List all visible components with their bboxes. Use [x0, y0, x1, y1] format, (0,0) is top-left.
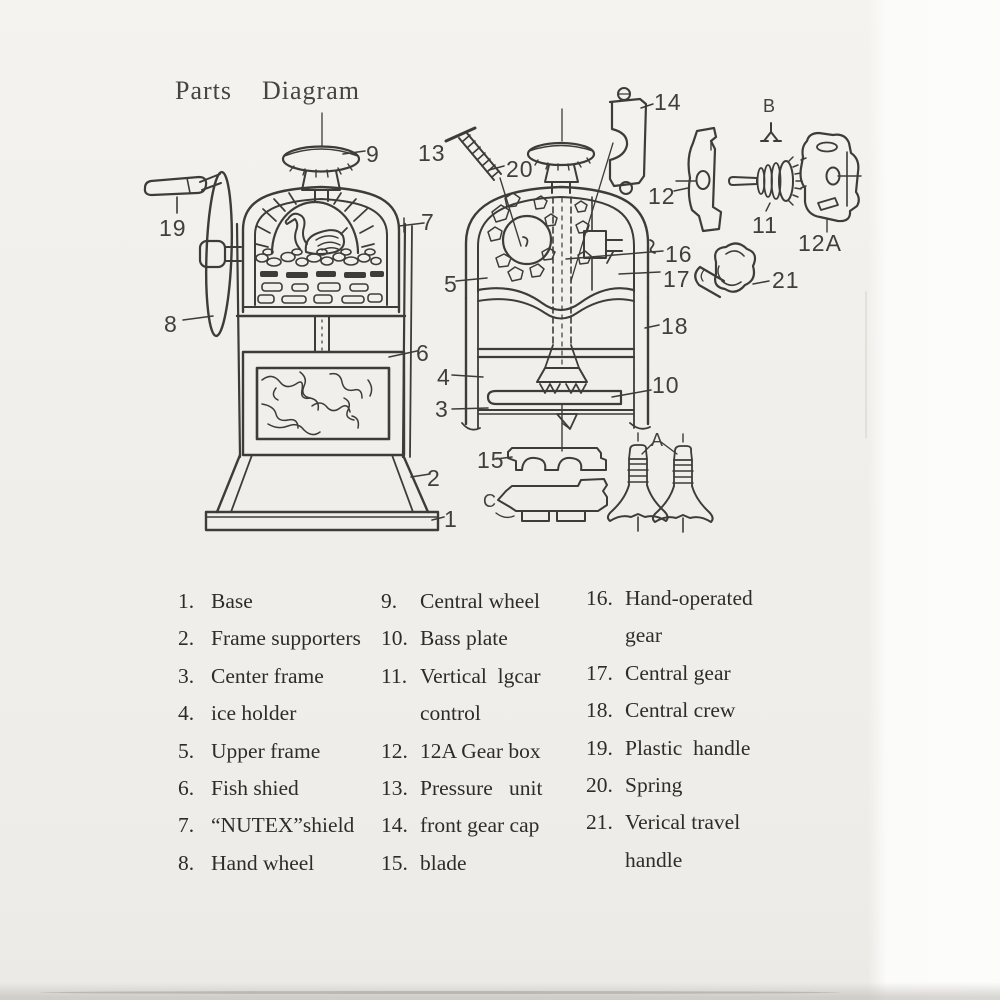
paper-bottom-edge [40, 991, 840, 994]
parts-list-column-3: 16.Hand-operated gear 17.Central gear 18… [586, 580, 801, 879]
callout-18: 18 [661, 313, 689, 339]
list-item: 21.Verical travel handle [586, 810, 741, 872]
callout-9: 9 [366, 141, 380, 167]
callout-3: 3 [435, 396, 449, 422]
list-item: 15.blade [381, 850, 467, 875]
exploded-parts-drawing [673, 122, 867, 439]
callout-14: 14 [654, 89, 682, 115]
callout-1: 1 [444, 506, 458, 532]
list-item: 18.Central crew [586, 698, 736, 723]
list-item: 9.Central wheel [381, 589, 540, 613]
paper-edge-strip [868, 0, 1000, 1000]
valve-part [606, 432, 669, 532]
list-item: 20.Spring [586, 773, 683, 798]
callout-7: 7 [421, 209, 435, 235]
list-item: 4.ice holder [178, 701, 297, 726]
callout-17: 17 [663, 266, 691, 292]
list-item: 10.Bass plate [381, 626, 508, 651]
ice-window-pattern [261, 371, 373, 436]
list-item: 5.Upper frame [178, 738, 321, 763]
callout-2: 2 [427, 465, 441, 491]
cross-section-drawing [444, 87, 714, 533]
callout-4: 4 [437, 364, 451, 390]
callout-B: B [763, 96, 777, 116]
page-title: Parts Diagram [175, 76, 360, 105]
parts-list-column-2: 9.Central wheel 10.Bass plate 11.Vertica… [381, 583, 581, 882]
left-machine-drawing [143, 112, 445, 532]
list-item: 6.Fish shied [178, 776, 299, 801]
list-item: 7.“NUTEX”shield [178, 813, 355, 838]
list-item: 13.Pressure unit [381, 776, 543, 801]
callout-A: A [651, 430, 665, 450]
list-item: 1.Base [178, 589, 253, 613]
callout-5: 5 [444, 271, 458, 297]
callout-21: 21 [772, 267, 800, 293]
callout-10: 10 [652, 372, 680, 398]
list-item: 14.front gear cap [381, 813, 540, 838]
list-item: 2.Frame supporters [178, 626, 361, 651]
callout-6: 6 [416, 340, 430, 366]
callout-8: 8 [164, 311, 178, 337]
callout-19: 19 [159, 215, 187, 241]
list-item: 3.Center frame [178, 663, 324, 688]
callout-12: 12 [648, 183, 676, 209]
list-item: 12.12A Gear box [381, 738, 541, 763]
callout-15: 15 [477, 447, 505, 473]
ice-chunks [487, 192, 592, 282]
callout-C: C [483, 491, 497, 511]
list-item: 16.Hand-operated gear [586, 586, 753, 648]
callout-12A: 12A [798, 230, 842, 256]
callout-20: 20 [506, 156, 534, 182]
brick-band [257, 271, 384, 304]
list-item: 17.Central gear [586, 660, 731, 685]
callout-16: 16 [665, 241, 693, 267]
callout-11: 11 [752, 212, 778, 238]
list-item: 19.Plastic handle [586, 735, 751, 760]
callout-13: 13 [418, 140, 446, 166]
pebble-band [255, 248, 382, 267]
list-item: 11.Vertical lgcar control [381, 663, 541, 726]
parts-list-column-1: 1.Base 2.Frame supporters 3.Center frame… [178, 583, 383, 882]
list-item: 8.Hand wheel [178, 850, 315, 875]
paper-bottom-shadow [0, 982, 1000, 1000]
